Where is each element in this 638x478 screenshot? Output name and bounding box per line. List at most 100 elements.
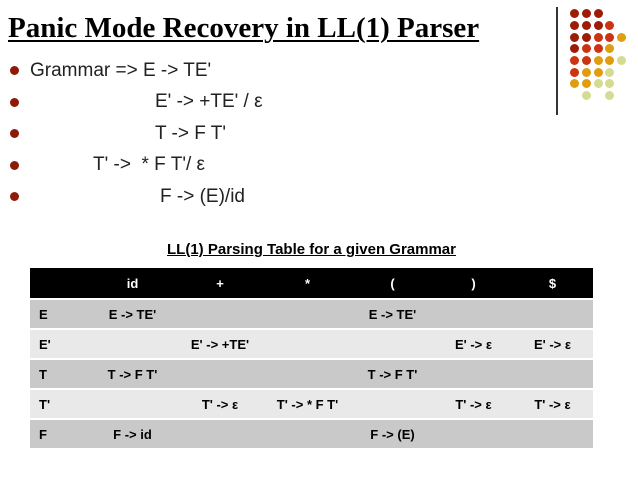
table-cell [435, 300, 512, 328]
table-cell: T' -> ε [512, 390, 593, 418]
table-header-cell: + [175, 268, 265, 298]
decoration-dot-icon [582, 67, 592, 77]
table-header-cell: id [90, 268, 175, 298]
row-label-cell: T' [30, 390, 90, 418]
table-cell [265, 360, 350, 388]
table-cell: E' -> +TE' [175, 330, 265, 358]
decoration-dot-icon [570, 67, 580, 77]
decoration-dot-icon [605, 79, 615, 89]
bullet-icon [10, 97, 19, 107]
table-cell: E' -> ε [512, 330, 593, 358]
table-header-row: id+*()$ [30, 268, 593, 298]
bullet-list: Grammar => E -> TE' E' -> +TE' / ε T -> … [0, 55, 560, 213]
table-cell: T' -> ε [435, 390, 512, 418]
bullet-icon [10, 66, 19, 75]
table-cell [265, 330, 350, 358]
row-label-cell: F [30, 420, 90, 448]
table-cell [175, 360, 265, 388]
decoration-dot-empty [617, 79, 626, 88]
table-cell [512, 420, 593, 448]
table-cell: F -> (E) [350, 420, 435, 448]
bullet-item: F -> (E)/id [0, 181, 560, 213]
table-cell: E -> TE' [90, 300, 175, 328]
table-header-cell: * [265, 268, 350, 298]
decoration-dot-empty [594, 91, 603, 100]
table-cell [175, 420, 265, 448]
dot-pattern-decoration [569, 8, 627, 102]
row-label-cell: E [30, 300, 90, 328]
table-cell [265, 300, 350, 328]
bullet-icon [10, 192, 19, 201]
bullet-text: E' -> +TE' / ε [155, 91, 263, 113]
table-cell: T -> F T' [90, 360, 175, 388]
bullet-icon [10, 129, 19, 138]
decoration-dot-icon [570, 21, 580, 31]
table-cell [175, 300, 265, 328]
decoration-dot-icon [570, 56, 580, 66]
bullet-text: T -> F T' [155, 122, 227, 144]
table-cell [90, 390, 175, 418]
decoration-dot-icon [617, 32, 627, 42]
decoration-dot-icon [605, 44, 615, 54]
decoration-dot-icon [570, 32, 580, 42]
table-cell: T' -> ε [175, 390, 265, 418]
decoration-dot-icon [570, 9, 580, 19]
decoration-dot-empty [570, 91, 579, 100]
table-cell [435, 420, 512, 448]
table-cell: T -> F T' [350, 360, 435, 388]
decoration-dot-icon [605, 67, 615, 77]
decoration-dot-empty [617, 68, 626, 77]
table-header-cell: ) [435, 268, 512, 298]
table-cell: T' -> * F T' [265, 390, 350, 418]
decoration-dot-icon [605, 56, 615, 66]
decoration-dot-icon [570, 79, 580, 89]
decoration-dot-icon [570, 44, 580, 54]
bullet-item: T' -> * F T'/ ε [0, 150, 560, 182]
table-cell [512, 360, 593, 388]
bullet-text: F -> (E)/id [160, 185, 245, 207]
table-cell [350, 390, 435, 418]
decoration-dot-icon [605, 32, 615, 42]
bullet-text: Grammar => E -> TE' [30, 59, 212, 81]
table-cell [350, 330, 435, 358]
decoration-dot-empty [617, 44, 626, 53]
decoration-dot-empty [617, 21, 626, 30]
decoration-dot-icon [582, 91, 592, 101]
decoration-dot-icon [582, 32, 592, 42]
bullet-text: T' -> * F T'/ ε [93, 154, 205, 176]
table-cell [265, 420, 350, 448]
table-cell: F -> id [90, 420, 175, 448]
decoration-vertical-line [556, 7, 558, 115]
decoration-dot-icon [582, 79, 592, 89]
decoration-dot-icon [605, 21, 615, 31]
page-title: Panic Mode Recovery in LL(1) Parser [8, 12, 480, 44]
table-header-cell: ( [350, 268, 435, 298]
decoration-dot-icon [593, 44, 603, 54]
table-cell [90, 330, 175, 358]
table-cell [512, 300, 593, 328]
decoration-dot-icon [593, 32, 603, 42]
decoration-dot-icon [593, 56, 603, 66]
decoration-dot-icon [593, 79, 603, 89]
decoration-dot-icon [582, 44, 592, 54]
table-caption: LL(1) Parsing Table for a given Grammar [167, 241, 456, 258]
decoration-dot-icon [593, 67, 603, 77]
decoration-dot-icon [593, 9, 603, 19]
decoration-dot-empty [605, 9, 614, 18]
decoration-dot-icon [582, 56, 592, 66]
table-header-cell: $ [512, 268, 593, 298]
decoration-dot-icon [582, 21, 592, 31]
table-cell [435, 360, 512, 388]
bullet-item: T -> F T' [0, 118, 560, 150]
table-cell: E' -> ε [435, 330, 512, 358]
bullet-item: Grammar => E -> TE' [0, 55, 560, 87]
row-label-cell: E' [30, 330, 90, 358]
decoration-dot-empty [617, 91, 626, 100]
decoration-dot-icon [605, 91, 615, 101]
